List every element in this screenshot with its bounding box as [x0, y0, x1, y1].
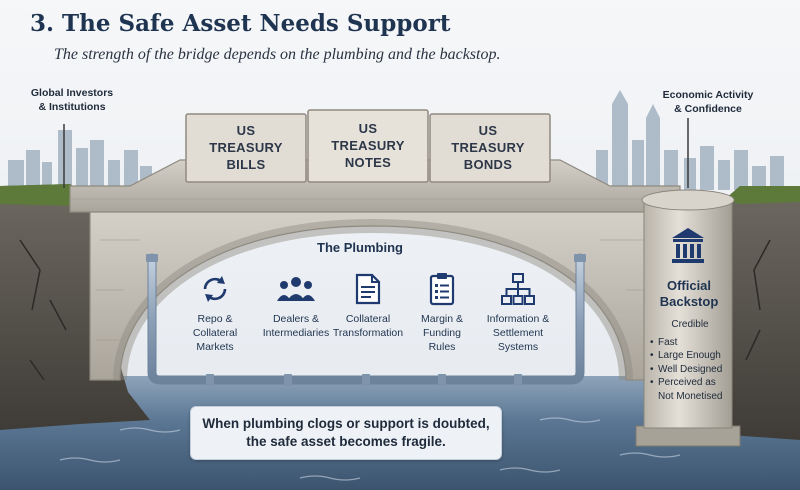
bank-building-icon — [670, 226, 706, 266]
bridge-arch — [89, 211, 661, 381]
backstop-criteria: Credible Fast Large Enough Well Designed… — [648, 318, 732, 403]
people-group-icon — [241, 272, 351, 306]
label-economic-activity: Economic Activity & Confidence — [662, 89, 754, 115]
page-subtitle: The strength of the bridge depends on th… — [54, 46, 501, 63]
plumbing-title: The Plumbing — [317, 240, 403, 255]
plumbing-item-dealers: Dealers &Intermediaries — [241, 272, 351, 340]
fragility-callout: When plumbing clogs or support is doubte… — [190, 406, 502, 460]
plumbing-pipes — [146, 253, 586, 386]
page-title: 3. The Safe Asset Needs Support — [30, 10, 451, 37]
network-hierarchy-icon — [463, 272, 573, 306]
left-skyline — [8, 130, 152, 190]
clipboard-checklist-icon — [387, 272, 497, 306]
document-icon — [313, 272, 423, 306]
deck-blocks — [185, 109, 551, 183]
label-global-investors: Global Investors & Institutions — [30, 87, 114, 113]
refresh-cycle-icon — [160, 272, 270, 306]
right-skyline — [596, 90, 784, 190]
